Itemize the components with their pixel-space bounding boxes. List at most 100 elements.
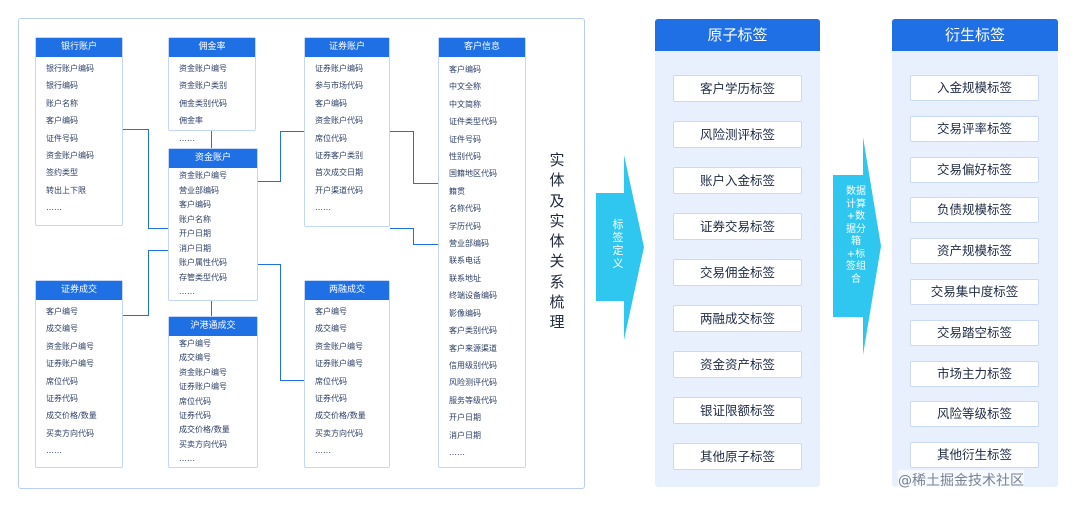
entity-field: 转出上下限 xyxy=(46,185,86,195)
entity-field: 资金账户编号 xyxy=(315,341,363,351)
entity-field: 影像编码 xyxy=(449,308,481,318)
entity-field: 签约类型 xyxy=(46,168,78,178)
derived-tag: 其他衍生标签 xyxy=(910,442,1039,469)
entity-commission-rate: 佣金率 资金账户编号 资金账户类别 佣金类别代码 佣金率 …… xyxy=(168,37,256,143)
entity-field: 性别代码 xyxy=(449,152,481,162)
entity-field: 客户编码 xyxy=(46,116,78,126)
entity-field: 消户日期 xyxy=(179,243,211,253)
entity-field: 消户日期 xyxy=(449,430,481,440)
entity-field: 账户属性代码 xyxy=(179,258,227,267)
relation-line xyxy=(123,315,148,316)
entity-field: 席位代码 xyxy=(179,396,211,406)
entity-field: 成交价格/数量 xyxy=(315,411,366,421)
entity-field: 银行账户编码 xyxy=(46,64,94,73)
derived-tag: 入金规模标签 xyxy=(910,75,1039,101)
entity-field: 佣金率 xyxy=(179,116,203,126)
entity-field: 信用级别代码 xyxy=(449,360,497,370)
entity-field: …… xyxy=(179,133,195,143)
derived-tag: 交易评率标签 xyxy=(910,115,1039,142)
entity-field: 首次成交日期 xyxy=(315,168,363,178)
entity-field: 开户日期 xyxy=(179,229,211,238)
entity-title: 资金账户 xyxy=(169,149,257,168)
atomic-tag: 银证限额标签 xyxy=(673,397,802,424)
derived-tag: 交易偏好标签 xyxy=(910,156,1039,183)
entity-field: 佣金类别代码 xyxy=(179,98,227,108)
entity-field: 成交价格/数量 xyxy=(46,411,97,421)
entity-securities-trade: 证券成交 客户编号 成交编号 资金账户编号 证券账户编号 席位代码 证券代码 成… xyxy=(35,280,123,468)
entity-field: …… xyxy=(315,446,331,456)
entity-customer-info: 客户信息 客户编码 中文全称 中文简称 证件类型代码 证件号码 性别代码 国籍地… xyxy=(438,37,526,468)
entity-field: 席位代码 xyxy=(315,133,347,143)
entity-field: 成交价格/数量 xyxy=(179,425,230,435)
entity-field: 中文简称 xyxy=(449,99,481,109)
arrow-right-icon xyxy=(596,155,644,340)
entity-title: 证券账户 xyxy=(305,38,389,57)
relation-line xyxy=(413,183,438,184)
entity-field: 证件号码 xyxy=(46,133,78,143)
entity-field: 客户来源渠道 xyxy=(449,343,497,353)
relation-line xyxy=(413,228,414,245)
entity-field: 买卖方向代码 xyxy=(46,428,94,438)
entity-field: 证件号码 xyxy=(449,134,481,144)
relation-line xyxy=(148,129,149,229)
entity-field: 证件类型代码 xyxy=(449,117,497,127)
entity-field: 账户名称 xyxy=(46,98,78,108)
entity-field: …… xyxy=(46,446,62,456)
entity-field: 资金账户类别 xyxy=(179,81,227,91)
entity-field: 成交编号 xyxy=(46,324,78,334)
entity-field: 客户编号 xyxy=(46,307,78,316)
entity-field: 名称代码 xyxy=(449,204,481,214)
relation-line xyxy=(211,301,212,316)
entity-field: 席位代码 xyxy=(315,376,347,386)
relation-line xyxy=(123,129,148,130)
panel-title: 衍生标签 xyxy=(892,19,1058,51)
entity-field: 证券代码 xyxy=(179,411,211,421)
entity-field: 存管类型代码 xyxy=(179,272,227,282)
entity-field: …… xyxy=(179,287,195,296)
derived-tag: 资产规模标签 xyxy=(910,238,1039,265)
entity-field: 成交编号 xyxy=(315,324,347,334)
entity-title: 两融成交 xyxy=(305,281,389,300)
entity-field: 风险测评代码 xyxy=(449,378,497,388)
entity-field: 资金账户编号 xyxy=(179,171,227,180)
entity-field: 账户名称 xyxy=(179,214,211,224)
entity-field: 证券账户编码 xyxy=(315,64,363,73)
entity-field: 买卖方向代码 xyxy=(179,439,227,449)
entity-field: 买卖方向代码 xyxy=(315,428,363,438)
entity-field: …… xyxy=(179,454,195,464)
entity-margin-trade: 两融成交 客户编号 成交编号 资金账户编号 证券账户编号 席位代码 证券代码 成… xyxy=(304,280,390,468)
entity-title: 佣金率 xyxy=(169,38,255,57)
relation-line xyxy=(413,244,438,245)
relation-line xyxy=(148,250,168,251)
section-title: 实体及实体关系梳理 xyxy=(549,151,565,332)
derived-tag: 交易踏空标签 xyxy=(910,319,1039,346)
arrow-right-icon xyxy=(833,137,881,355)
relation-line xyxy=(148,250,149,316)
atomic-tag: 风险测评标签 xyxy=(673,121,802,148)
entity-field: 客户编号 xyxy=(179,339,211,348)
derived-tag: 风险等级标签 xyxy=(910,401,1039,428)
entity-field: 参与市场代码 xyxy=(315,81,363,91)
entity-field: 席位代码 xyxy=(46,376,78,386)
derived-tag: 市场主力标签 xyxy=(910,360,1039,387)
entity-field: 客户编码 xyxy=(179,200,211,209)
relation-line xyxy=(258,264,280,265)
relation-line xyxy=(390,228,414,229)
atomic-tag: 账户入金标签 xyxy=(673,167,802,194)
entity-relationship-frame xyxy=(18,18,585,489)
entity-field: 客户编码 xyxy=(315,98,347,108)
entity-field: 联系地址 xyxy=(449,273,481,283)
entity-field: 资金账户编号 xyxy=(179,64,227,73)
atomic-tag: 客户学历标签 xyxy=(673,75,802,102)
entity-title: 沪港通成交 xyxy=(169,317,257,336)
atomic-tag: 其他原子标签 xyxy=(673,443,802,470)
entity-field: 开户渠道代码 xyxy=(315,185,363,195)
entity-field: 联系电话 xyxy=(449,256,481,266)
arrow-label: 标签定义 xyxy=(612,218,624,270)
entity-title: 证券成交 xyxy=(36,281,122,300)
entity-field: 资金账户编号 xyxy=(46,341,94,351)
entity-field: 资金账户编号 xyxy=(179,367,227,377)
entity-securities-account: 证券账户 证券账户编码 参与市场代码 客户编码 资金账户代码 席位代码 证券客户… xyxy=(304,37,390,227)
relation-line xyxy=(390,131,414,132)
entity-field: 开户日期 xyxy=(449,413,481,423)
